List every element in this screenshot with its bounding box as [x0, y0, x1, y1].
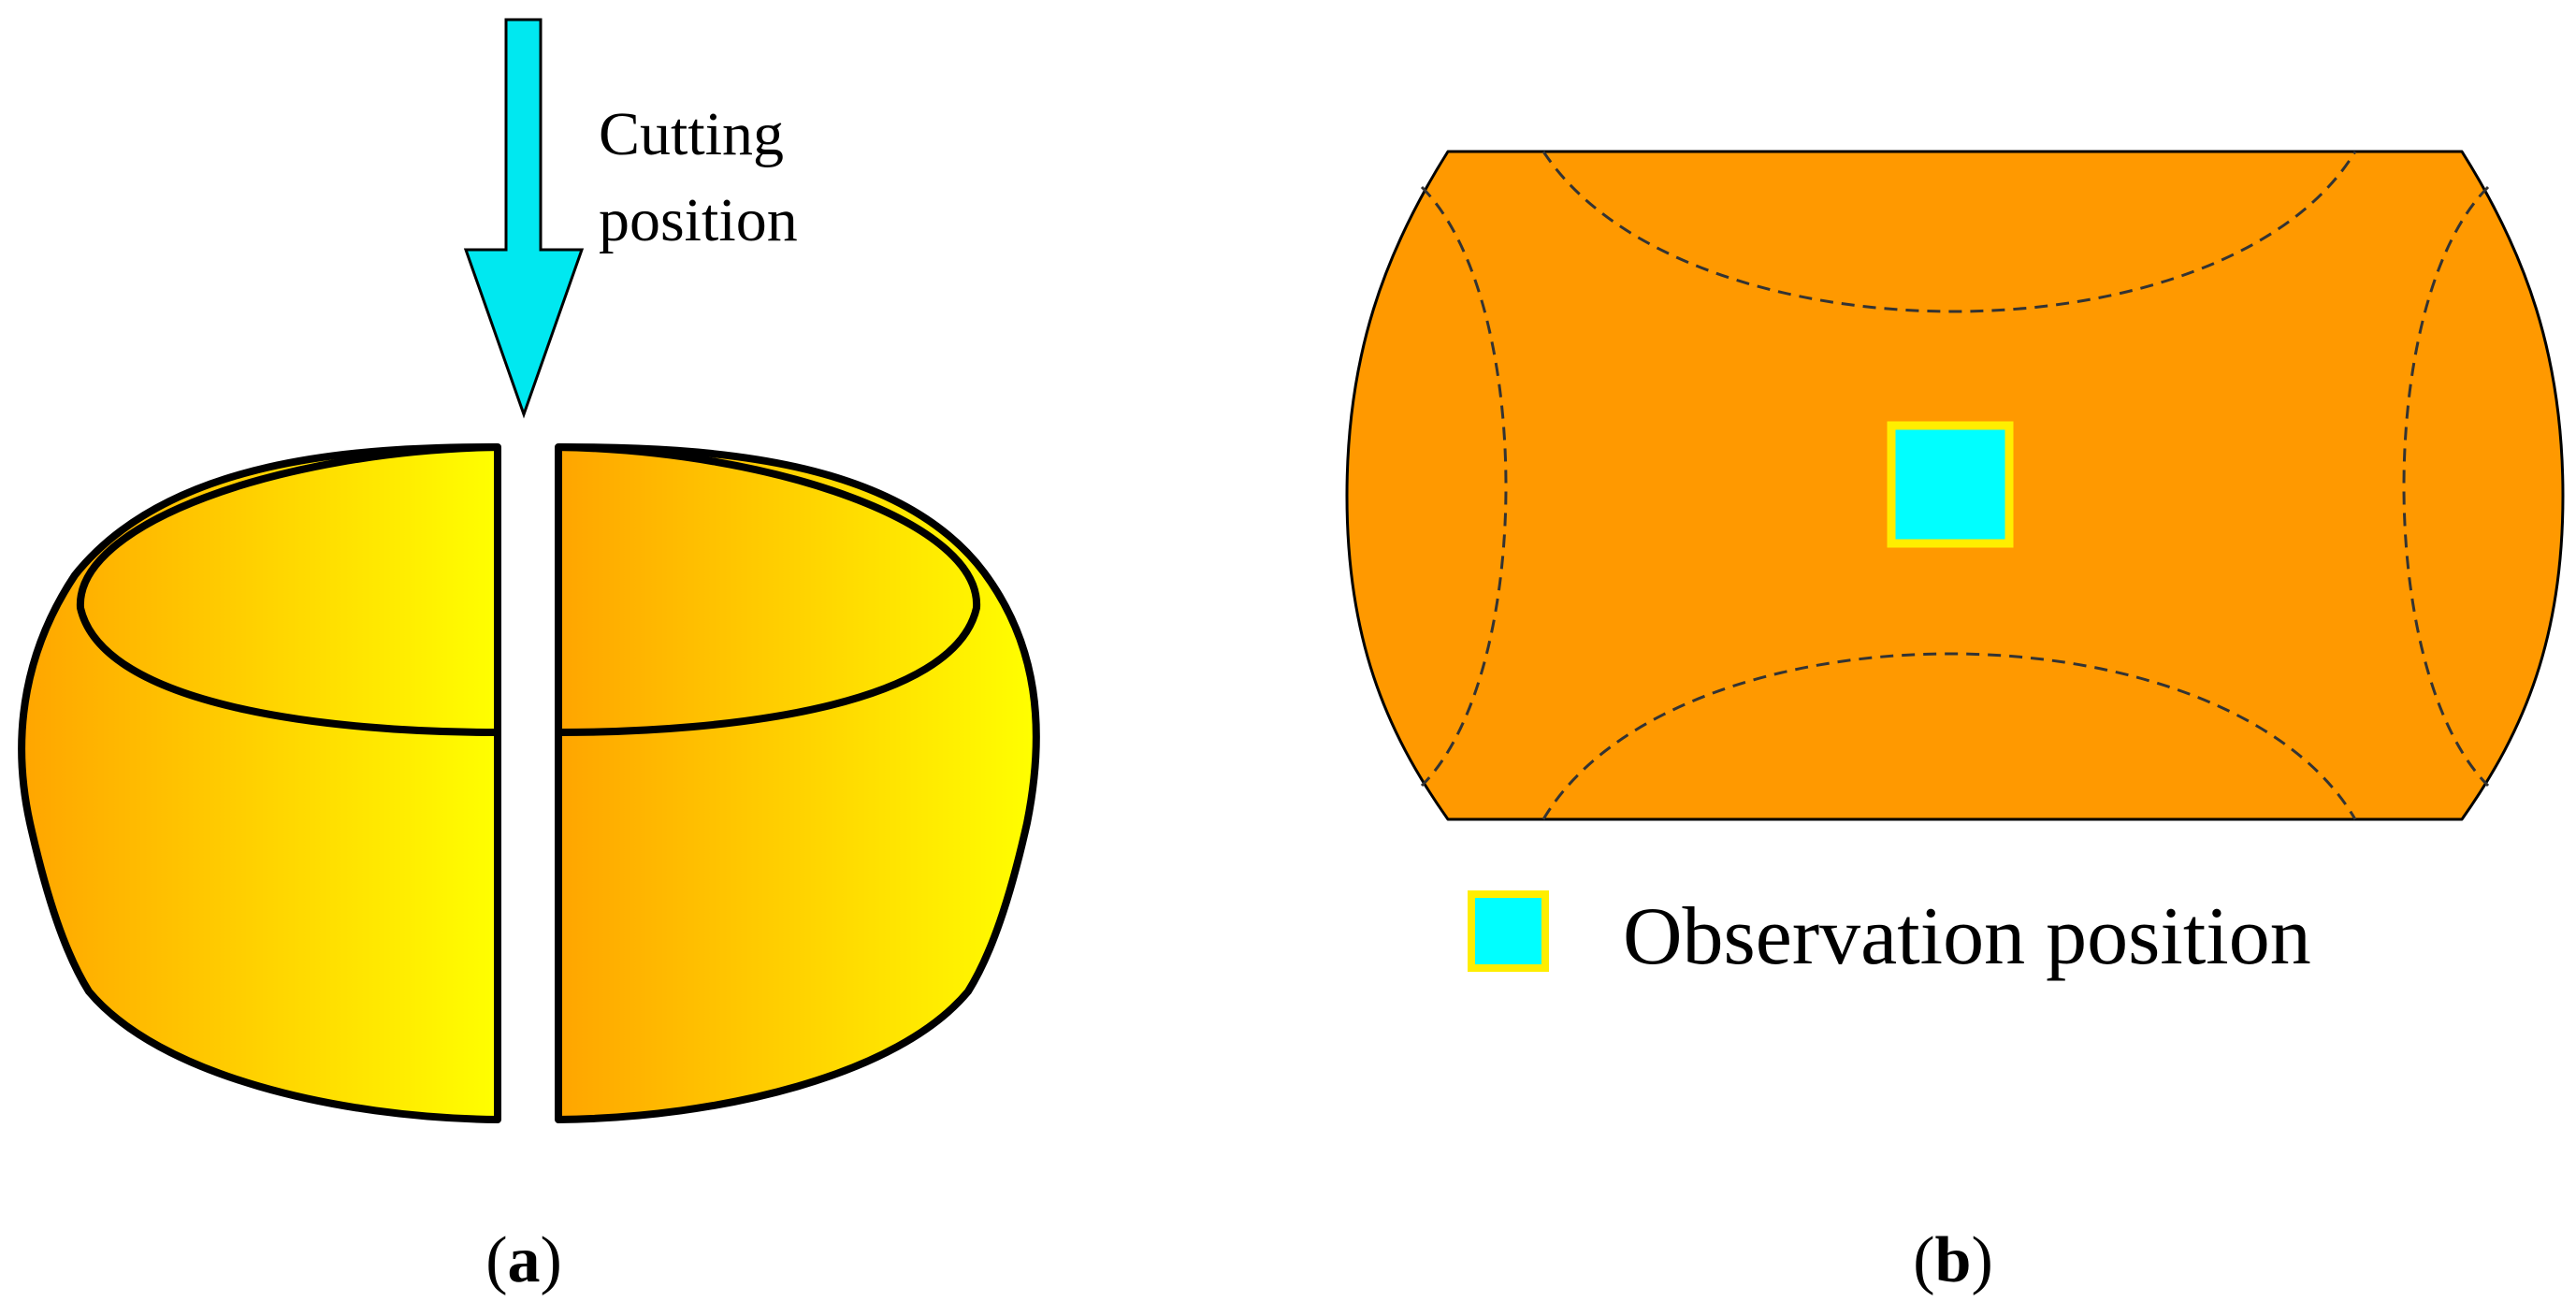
ring-left-outer	[18, 443, 501, 1123]
ring-left-top-face	[76, 443, 499, 736]
observation-marker-icon	[1887, 421, 2014, 548]
panel-b: Observation position (b)	[1345, 150, 2565, 1296]
panel-a-label: (a)	[485, 1224, 562, 1296]
dashed-curve-right	[2402, 185, 2490, 788]
cutting-position-line2: position	[599, 186, 798, 254]
ring-right-outer	[555, 443, 1040, 1123]
ring-right-top-face	[557, 443, 981, 736]
panel-b-label: (b)	[1913, 1224, 1993, 1296]
ring-right-half	[555, 443, 1040, 1123]
legend-label: Observation position	[1623, 891, 2311, 982]
cutting-position-line1: Cutting	[599, 100, 784, 168]
legend-swatch-icon	[1468, 890, 1549, 972]
dashed-curve-top	[1541, 151, 2357, 313]
cutting-position-label: Cutting position	[599, 100, 800, 254]
cutting-arrow-icon	[463, 18, 585, 419]
deformation-zone-curves	[1420, 151, 2490, 820]
dashed-curve-left	[1420, 185, 1508, 788]
legend: Observation position	[1468, 890, 2311, 982]
panel-a: Cutting position (a)	[18, 18, 1040, 1296]
dashed-curve-bottom	[1541, 652, 2357, 820]
ring-left-half	[18, 443, 501, 1123]
